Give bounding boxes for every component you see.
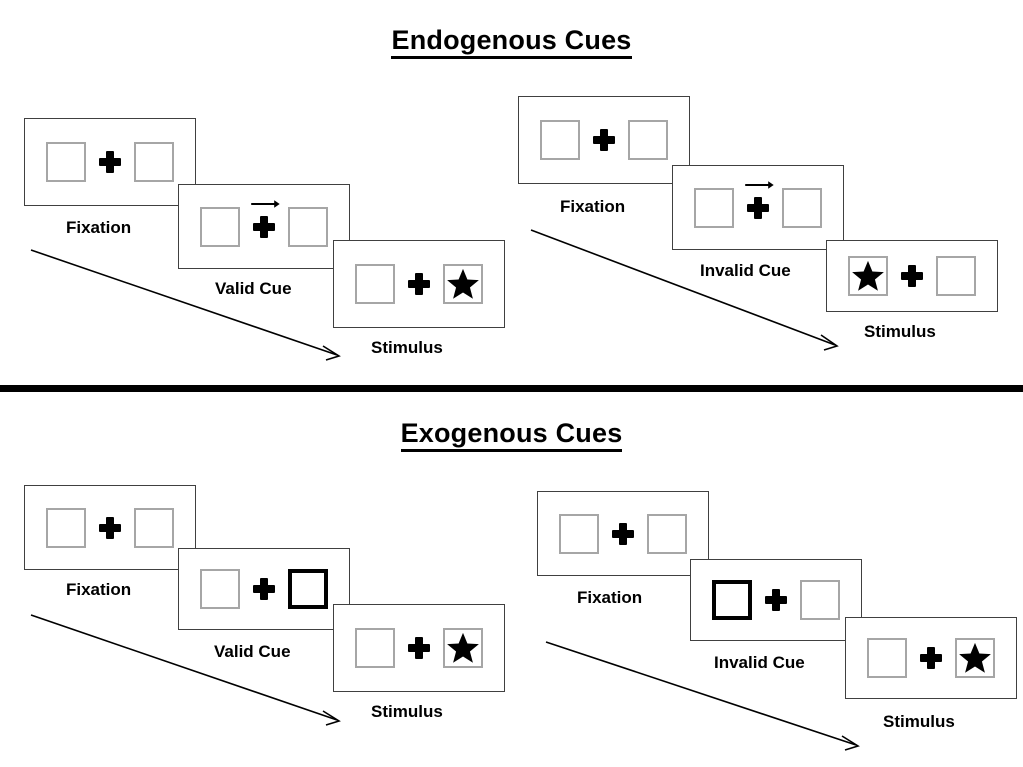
fixation-cross-icon — [99, 516, 121, 539]
right-box-cued — [288, 569, 328, 609]
fixation-cross-icon — [901, 265, 923, 287]
right-box — [782, 187, 822, 228]
fixation-cross-icon — [593, 129, 615, 151]
caption-endogenous-valid-fixation: Fixation — [66, 218, 132, 237]
panel-exogenous-invalid-stimulus — [845, 617, 1017, 699]
right-box — [647, 513, 687, 554]
right-box — [936, 256, 976, 296]
flow-arrow-exogenous-invalid — [545, 640, 870, 758]
left-box — [46, 142, 86, 182]
right-box-with-target — [443, 628, 483, 668]
left-box — [46, 507, 86, 548]
fixation-cross-icon — [612, 522, 634, 545]
right-box — [134, 507, 174, 548]
caption-exogenous-invalid-fixation: Fixation — [577, 588, 643, 607]
panel-exogenous-valid-fixation — [24, 485, 196, 570]
caption-endogenous-invalid-stimulus: Stimulus — [864, 322, 936, 341]
caption-exogenous-invalid-stimulus: Stimulus — [883, 712, 955, 731]
section-heading-exogenous-text: Exogenous Cues — [400, 418, 623, 452]
left-box — [540, 120, 580, 160]
fixation-cross-icon — [99, 151, 121, 173]
left-box — [200, 206, 240, 247]
arrow-right-cue-icon — [744, 180, 774, 190]
panel-endogenous-invalid-fixation — [518, 96, 690, 184]
left-box — [867, 638, 907, 678]
flow-arrow-exogenous-valid — [30, 613, 348, 731]
panel-exogenous-invalid-fixation — [537, 491, 709, 576]
panel-exogenous-valid-stimulus — [333, 604, 505, 692]
caption-endogenous-invalid-cue: Invalid Cue — [700, 261, 791, 280]
right-box — [800, 580, 840, 620]
left-box — [200, 569, 240, 609]
panel-endogenous-valid-stimulus — [333, 240, 505, 328]
section-divider — [0, 385, 1023, 392]
caption-endogenous-valid-stimulus: Stimulus — [371, 338, 443, 357]
left-box — [355, 264, 395, 304]
caption-exogenous-valid-stimulus: Stimulus — [371, 702, 443, 721]
panel-endogenous-invalid-cue — [672, 165, 844, 250]
right-box-with-target — [955, 638, 995, 678]
left-box-with-target — [848, 256, 888, 296]
panel-exogenous-valid-cue — [178, 548, 350, 630]
star-target-icon — [446, 631, 480, 665]
left-box — [355, 628, 395, 668]
right-box — [134, 142, 174, 182]
panel-endogenous-valid-cue — [178, 184, 350, 269]
panel-endogenous-invalid-stimulus — [826, 240, 998, 312]
panel-endogenous-valid-fixation — [24, 118, 196, 206]
caption-exogenous-invalid-cue: Invalid Cue — [714, 653, 805, 672]
star-target-icon — [958, 641, 992, 675]
panel-exogenous-invalid-cue — [690, 559, 862, 641]
section-heading-endogenous-text: Endogenous Cues — [391, 25, 632, 59]
fixation-cross-icon — [920, 647, 942, 669]
fixation-cross-icon — [251, 199, 280, 238]
fixation-cross-icon — [408, 637, 430, 659]
fixation-cross-icon — [765, 589, 787, 611]
right-box-with-target — [443, 264, 483, 304]
right-box — [628, 120, 668, 160]
arrow-right-cue-icon — [250, 199, 280, 209]
star-target-icon — [851, 259, 885, 293]
star-target-icon — [446, 267, 480, 301]
left-box-cued — [712, 580, 752, 620]
left-box — [559, 513, 599, 554]
section-heading-exogenous: Exogenous Cues — [0, 418, 1023, 452]
caption-endogenous-valid-cue: Valid Cue — [215, 279, 292, 298]
caption-endogenous-invalid-fixation: Fixation — [560, 197, 626, 216]
caption-exogenous-valid-cue: Valid Cue — [214, 642, 291, 661]
right-box — [288, 206, 328, 247]
section-heading-endogenous: Endogenous Cues — [0, 25, 1023, 59]
fixation-cross-icon — [745, 180, 774, 219]
fixation-cross-icon — [408, 273, 430, 295]
left-box — [694, 187, 734, 228]
caption-exogenous-valid-fixation: Fixation — [66, 580, 132, 599]
fixation-cross-icon — [253, 578, 275, 600]
